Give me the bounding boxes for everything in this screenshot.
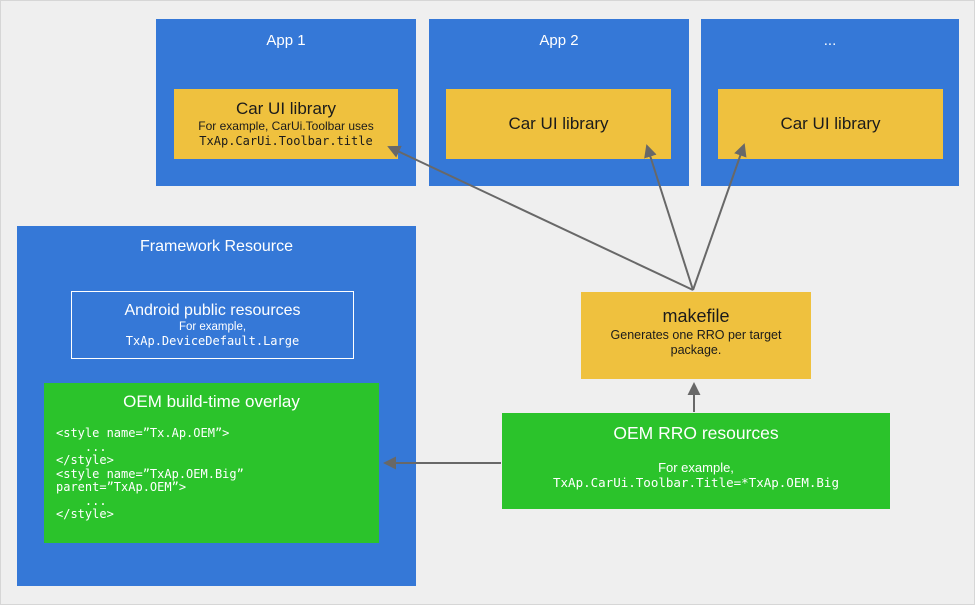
android-public-resources-title: Android public resources xyxy=(124,302,301,319)
app3-box: ... Car UI library xyxy=(701,19,959,186)
android-public-example-label: For example, xyxy=(178,321,247,333)
makefile-description: Generates one RRO per target package. xyxy=(610,328,782,357)
app1-car-ui-library-box: Car UI library For example, CarUi.Toolba… xyxy=(174,89,398,159)
car-ui-library-title: Car UI library xyxy=(780,114,881,133)
oem-rro-resources-box: OEM RRO resources For example, TxAp.CarU… xyxy=(502,413,890,509)
code-line: ... xyxy=(56,439,107,454)
code-line: parent=”TxAp.OEM”> xyxy=(56,480,187,494)
framework-resource-box: Framework Resource Android public resour… xyxy=(17,226,416,586)
oem-build-time-overlay-title: OEM build-time overlay xyxy=(123,392,300,411)
code-line: </style> xyxy=(56,507,114,521)
car-ui-library-example-code: TxAp.CarUi.Toolbar.title xyxy=(199,134,373,148)
app2-car-ui-library-box: Car UI library xyxy=(446,89,671,159)
code-line: <style name=”Tx.Ap.OEM”> xyxy=(56,426,230,440)
app1-box: App 1 Car UI library For example, CarUi.… xyxy=(156,19,416,186)
car-ui-library-title: Car UI library xyxy=(508,114,609,133)
app3-car-ui-library-box: Car UI library xyxy=(718,89,943,159)
code-line: ... xyxy=(56,493,107,508)
car-ui-library-title: Car UI library xyxy=(235,99,337,118)
app2-box: App 2 Car UI library xyxy=(429,19,689,186)
oem-rro-example-label: For example, xyxy=(658,460,734,475)
android-public-resources-box: Android public resources For example, Tx… xyxy=(71,291,354,359)
android-public-example-code: TxAp.DeviceDefault.Large xyxy=(125,334,300,348)
app3-title: ... xyxy=(823,32,837,49)
car-ui-library-example-intro: For example, CarUi.Toolbar uses xyxy=(198,119,374,133)
code-line: <style name=”TxAp.OEM.Big” xyxy=(56,466,244,481)
makefile-title: makefile xyxy=(662,306,730,326)
app1-title: App 1 xyxy=(266,32,306,49)
code-line: </style> xyxy=(56,453,114,467)
oem-overlay-code-block: <style name=”Tx.Ap.OEM”> ... </style> <s… xyxy=(44,426,379,522)
makefile-box: makefile Generates one RRO per target pa… xyxy=(581,292,811,379)
framework-resource-title: Framework Resource xyxy=(140,238,293,255)
oem-rro-example-code: TxAp.CarUi.Toolbar.Title=*TxAp.OEM.Big xyxy=(553,475,839,490)
oem-rro-resources-title: OEM RRO resources xyxy=(613,423,779,443)
oem-build-time-overlay-box: OEM build-time overlay <style name=”Tx.A… xyxy=(44,383,379,543)
app2-title: App 2 xyxy=(539,32,579,49)
